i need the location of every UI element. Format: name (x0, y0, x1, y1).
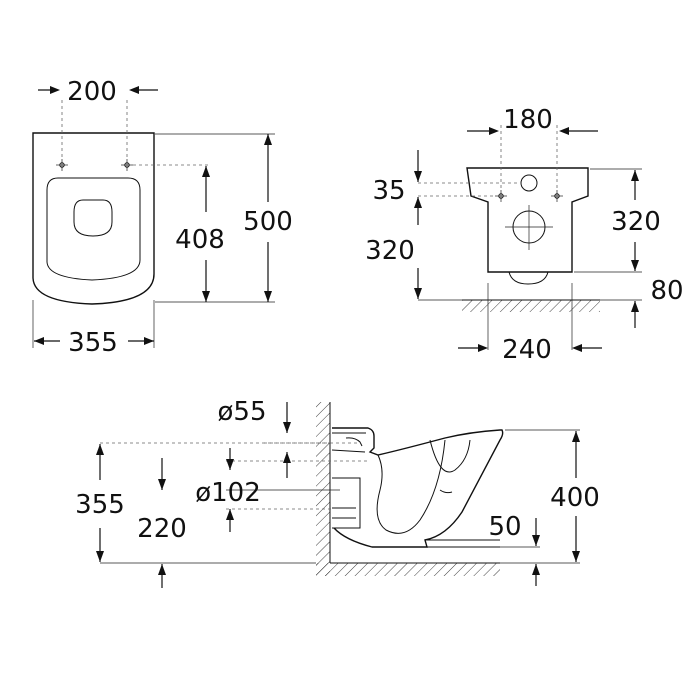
side-view-trap (376, 439, 446, 534)
top-view-bowl-opening (73, 199, 113, 237)
dim-front-width-bottom: 240 (502, 335, 552, 365)
dim-side-height-left: 355 (75, 490, 125, 520)
dim-front-height-right: 320 (611, 207, 661, 237)
front-view-floor-hatch (462, 300, 600, 312)
dim-top-height-holes: 408 (175, 225, 225, 255)
front-view-body-outline (466, 167, 589, 273)
dim-side-pipe-large: ø102 (195, 478, 261, 508)
dim-top-width-holes: 200 (67, 77, 117, 107)
dim-front-width-top: 180 (503, 105, 553, 135)
dim-side-pipe-small: ø55 (218, 397, 267, 427)
dim-top-height-total: 500 (243, 207, 293, 237)
front-view: 180 35 320 320 80 240 (365, 105, 683, 365)
dim-side-height-mid: 220 (137, 514, 187, 544)
dim-side-height-right: 400 (550, 483, 600, 513)
top-view-seat-outline (46, 177, 141, 281)
dim-front-offset-top: 35 (372, 176, 405, 206)
side-view-floor-hatch (316, 563, 500, 576)
front-view-outlet (508, 271, 549, 285)
dim-front-floor-gap: 80 (650, 276, 683, 306)
dim-front-height-left: 320 (365, 236, 415, 266)
top-view-bowl-outline (32, 132, 155, 305)
side-view-outlet (332, 477, 361, 529)
side-view-bowl-outline (332, 427, 504, 548)
inlet-hole (520, 174, 538, 192)
dim-side-floor-gap: 50 (488, 512, 521, 542)
top-view: 200 408 500 355 (32, 77, 293, 358)
side-view: ø55 ø102 355 220 400 50 (75, 397, 600, 588)
side-view-wall-hatch (316, 402, 330, 576)
dim-top-width-total: 355 (68, 328, 118, 358)
